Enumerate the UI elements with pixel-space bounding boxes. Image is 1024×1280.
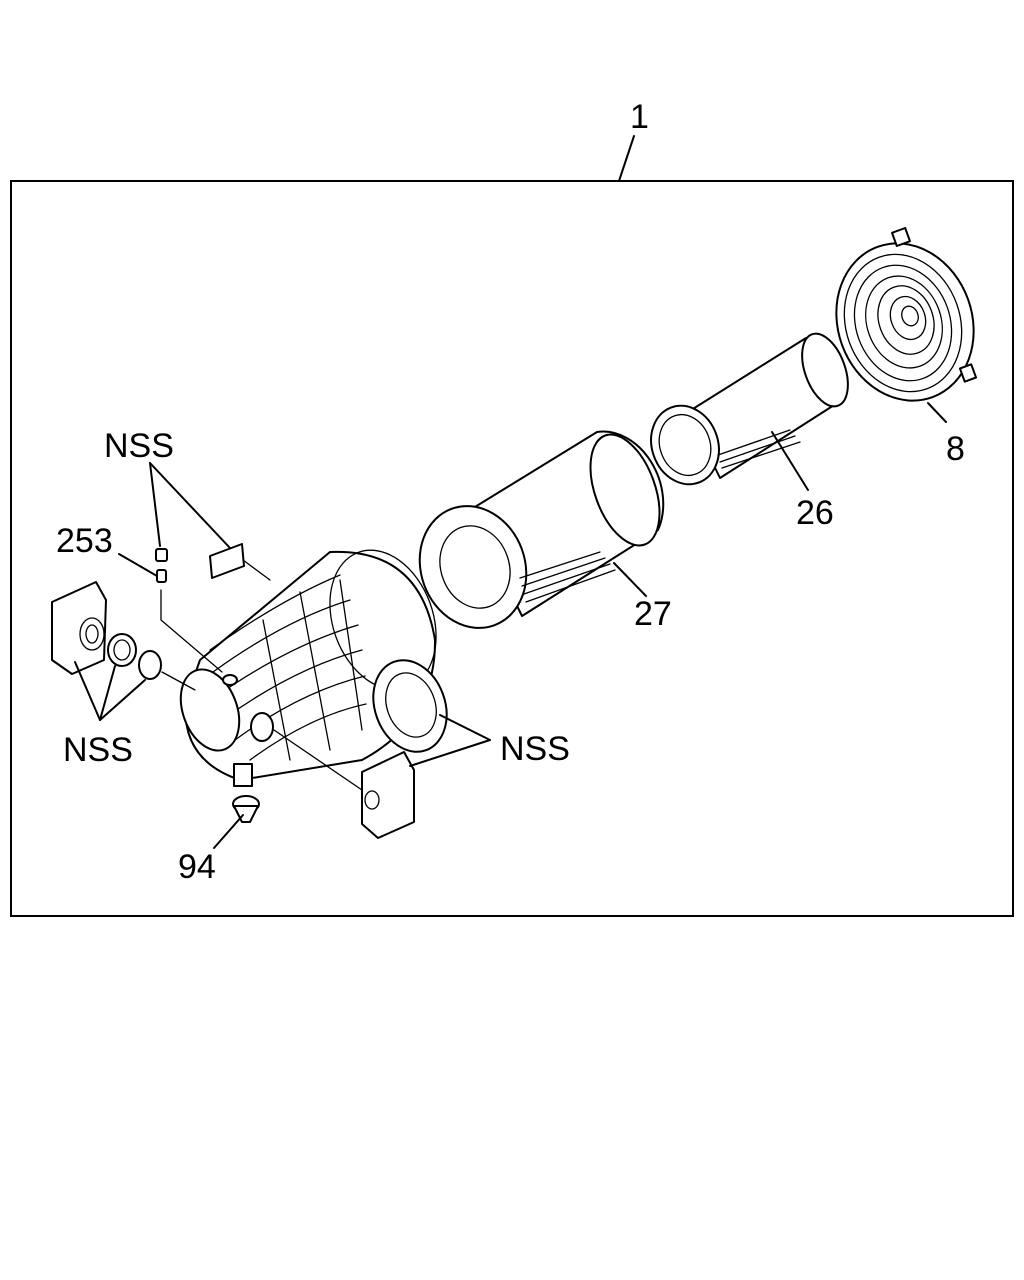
leader-outer-element bbox=[613, 562, 647, 597]
inner-element-part[interactable] bbox=[640, 327, 856, 493]
clip-part[interactable] bbox=[155, 548, 223, 673]
housing-part[interactable] bbox=[170, 535, 459, 787]
leader-nss-left bbox=[74, 661, 146, 721]
callout-nss-left[interactable]: NSS bbox=[63, 731, 133, 769]
callout-cover[interactable]: 8 bbox=[946, 430, 965, 468]
callout-clip[interactable]: 253 bbox=[56, 522, 113, 560]
leader-cover bbox=[927, 402, 947, 423]
leader-clip bbox=[118, 553, 158, 577]
callout-nss-top[interactable]: NSS bbox=[104, 427, 174, 465]
callout-nss-right[interactable]: NSS bbox=[500, 730, 570, 768]
leader-inner-element bbox=[771, 431, 809, 491]
sticker-part[interactable] bbox=[209, 543, 245, 579]
leader-valve bbox=[213, 814, 244, 849]
bracket-right-part[interactable] bbox=[273, 729, 415, 839]
leader-assembly bbox=[618, 135, 635, 182]
outer-element-part[interactable] bbox=[403, 425, 673, 643]
callout-assembly[interactable]: 1 bbox=[630, 98, 649, 136]
bracket-left-part[interactable] bbox=[51, 581, 196, 691]
leader-nss-right bbox=[409, 714, 491, 767]
callout-inner-element[interactable]: 26 bbox=[796, 494, 834, 532]
callout-valve[interactable]: 94 bbox=[178, 848, 216, 886]
valve-part[interactable] bbox=[232, 795, 260, 823]
leader-nss-top bbox=[149, 462, 271, 581]
callout-outer-element[interactable]: 27 bbox=[634, 595, 672, 633]
diagram-frame bbox=[10, 180, 1014, 917]
cover-part[interactable] bbox=[815, 224, 996, 420]
